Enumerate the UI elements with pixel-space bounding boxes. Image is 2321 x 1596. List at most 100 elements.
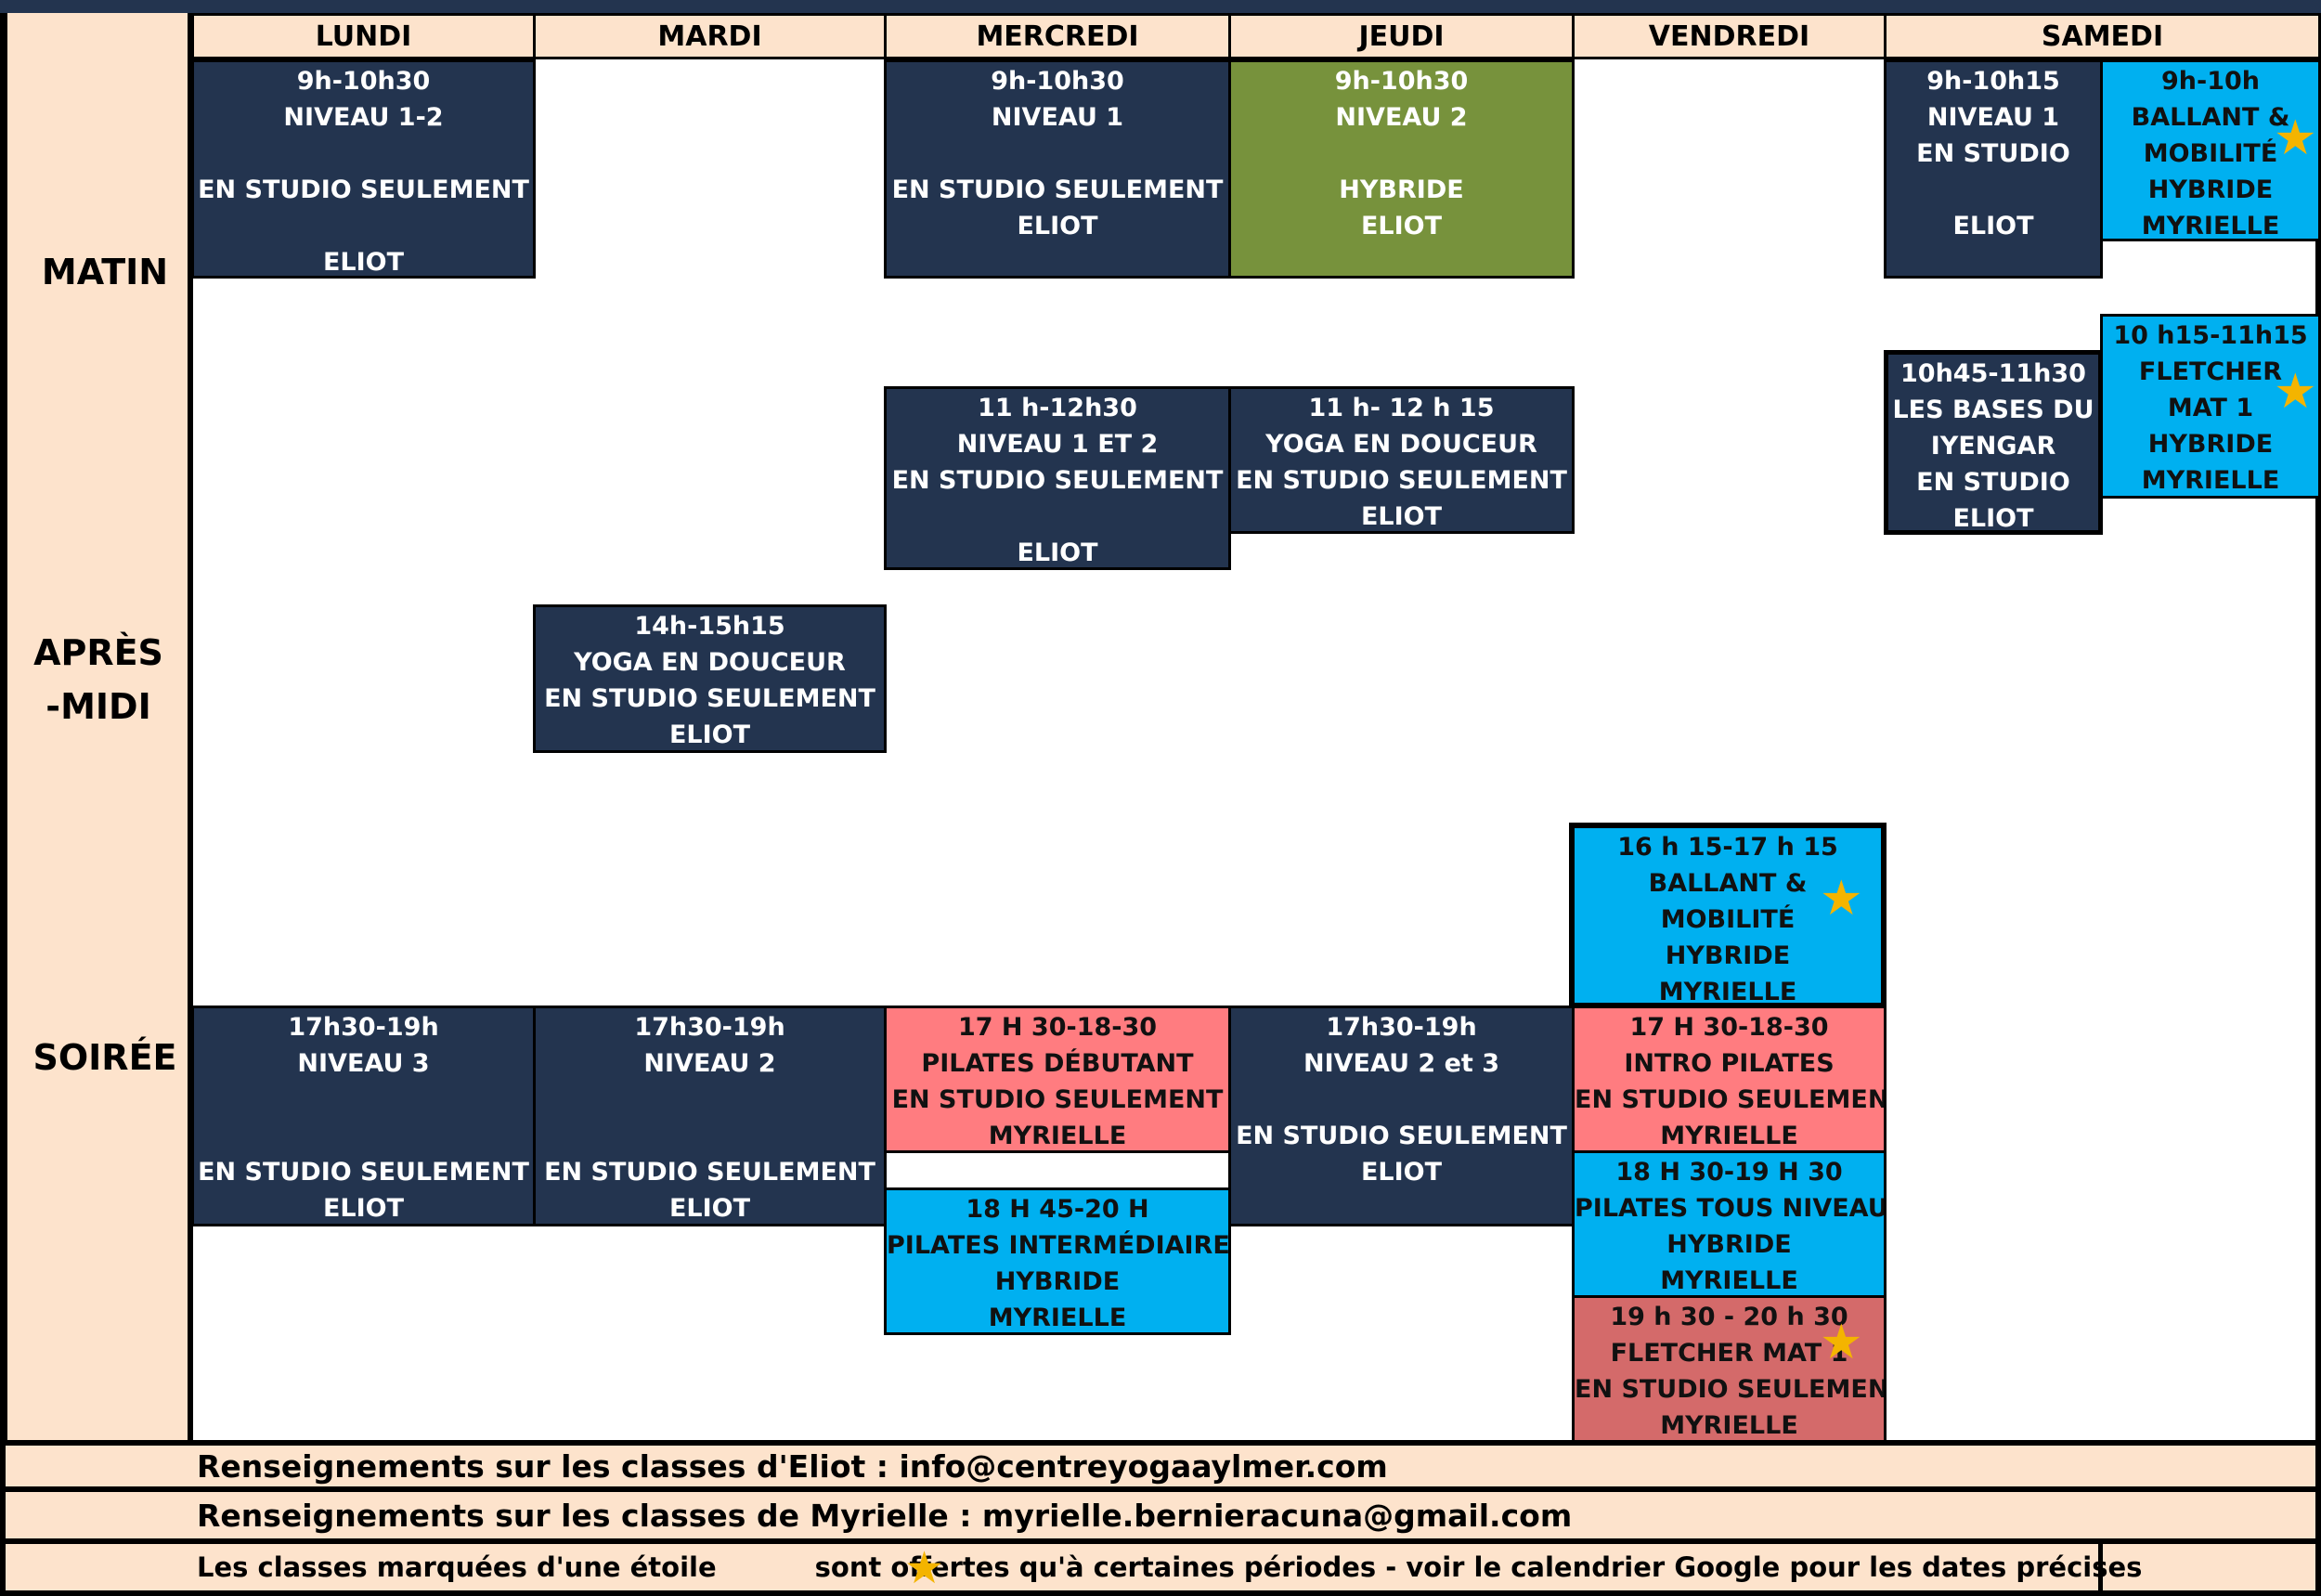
- class-line: PILATES DÉBUTANT: [921, 1049, 1194, 1078]
- period-label-apres-midi: APRÈS-MIDI: [15, 626, 182, 733]
- class-line: ELIOT: [1360, 212, 1443, 240]
- class-line: 9h-10h30: [1334, 67, 1469, 96]
- class-line: PILATES INTERMÉDIAIRE: [887, 1231, 1230, 1260]
- class-line: [536, 1118, 884, 1154]
- class-line: EN STUDIO SEULEMENT: [1575, 1085, 1887, 1114]
- class-line: [887, 136, 1228, 172]
- star-icon: ★: [1820, 1315, 1863, 1370]
- class-block-vendredi-soir-2[interactable]: 18 H 30-19 H 30 PILATES TOUS NIVEAUX HYB…: [1572, 1150, 1887, 1298]
- class-line: NIVEAU 1-2: [283, 103, 444, 132]
- class-block-mercredi-matin[interactable]: 9h-10h30 NIVEAU 1 EN STUDIO SEULEMENT EL…: [884, 59, 1231, 279]
- class-line: 17h30-19h: [288, 1013, 439, 1042]
- class-line: 9h-10h30: [991, 67, 1124, 96]
- class-line: EN STUDIO SEULEMENT: [1236, 1122, 1567, 1150]
- class-block-jeudi-midi[interactable]: 11 h- 12 h 15 YOGA EN DOUCEUR EN STUDIO …: [1228, 386, 1575, 534]
- class-line: 11 h-12h30: [978, 394, 1137, 422]
- class-block-lundi-matin[interactable]: 9h-10h30 NIVEAU 1-2 EN STUDIO SEULEMENT …: [191, 59, 536, 279]
- class-line: [1887, 172, 2100, 208]
- class-line: EN STUDIO SEULEMENT: [891, 1085, 1224, 1114]
- class-line: NIVEAU 1: [991, 103, 1124, 132]
- class-block-mardi-apres-midi[interactable]: 14h-15h15 YOGA EN DOUCEUR EN STUDIO SEUL…: [533, 604, 887, 753]
- footer-eliot-text: Renseignements sur les classes d'Eliot :…: [197, 1447, 1388, 1485]
- class-block-samedi-midi-1[interactable]: 10h45-11h30 LES BASES DU IYENGAR EN STUD…: [1884, 350, 2103, 535]
- class-block-mercredi-midi[interactable]: 11 h-12h30 NIVEAU 1 ET 2 EN STUDIO SEULE…: [884, 386, 1231, 570]
- class-line: 9h-10h30: [296, 67, 431, 96]
- class-line: HYBRIDE: [994, 1267, 1121, 1296]
- class-line: 17h30-19h: [1326, 1013, 1477, 1042]
- day-header-vendredi: VENDREDI: [1572, 13, 1887, 59]
- footer-myrielle-text: Renseignements sur les classes de Myriel…: [197, 1497, 1573, 1534]
- class-line: 10h45-11h30: [1900, 359, 2086, 388]
- class-line: BALLANT &: [1648, 869, 1808, 898]
- class-line: EN STUDIO SEULEMENT: [198, 1158, 529, 1187]
- class-line: ELIOT: [322, 248, 405, 277]
- class-line: [1231, 136, 1572, 172]
- class-line: EN STUDIO: [1916, 139, 2070, 168]
- class-line: EN STUDIO SEULEMENT: [198, 175, 529, 204]
- class-block-mardi-soir[interactable]: 17h30-19h NIVEAU 2 EN STUDIO SEULEMENT E…: [533, 1006, 887, 1226]
- star-icon: ★: [904, 1542, 945, 1594]
- class-line: 11 h- 12 h 15: [1308, 394, 1495, 422]
- class-line: LES BASES DU: [1892, 396, 2094, 424]
- class-line: 14h-15h15: [634, 612, 785, 641]
- class-line: EN STUDIO SEULEMENT: [891, 466, 1224, 495]
- class-line: 9h-10h15: [1926, 67, 2060, 96]
- class-block-samedi-midi-2[interactable]: 10 h15-11h15 FLETCHER MAT 1 HYBRIDE MYRI…: [2100, 314, 2321, 499]
- class-line: NIVEAU 1: [1926, 103, 2060, 132]
- class-line: MYRIELLE: [988, 1122, 1127, 1150]
- class-line: MOBILITÉ: [1660, 905, 1796, 934]
- class-block-samedi-matin-2[interactable]: 9h-10h BALLANT & MOBILITÉ HYBRIDE MYRIEL…: [2100, 59, 2321, 241]
- class-line: MYRIELLE: [1660, 1122, 1798, 1150]
- class-line: ELIOT: [322, 1194, 405, 1223]
- class-line: [887, 499, 1228, 535]
- class-block-lundi-soir[interactable]: 17h30-19h NIVEAU 3 EN STUDIO SEULEMENT E…: [191, 1006, 536, 1226]
- class-line: ELIOT: [1017, 212, 1098, 240]
- class-line: EN STUDIO SEULEMENT: [544, 1158, 875, 1187]
- star-icon: ★: [2274, 110, 2317, 166]
- class-line: [536, 1082, 884, 1118]
- class-line: HYBRIDE: [1665, 941, 1791, 970]
- class-line: YOGA EN DOUCEUR: [1265, 430, 1537, 459]
- day-header-mercredi: MERCREDI: [884, 13, 1231, 59]
- class-line: MYRIELLE: [988, 1304, 1127, 1332]
- class-line: [194, 1082, 533, 1118]
- footer-myrielle-contact: Renseignements sur les classes de Myriel…: [0, 1492, 2321, 1544]
- class-line: HYBRIDE: [1339, 175, 1464, 204]
- class-line: [1231, 1082, 1572, 1118]
- class-line: 17 H 30-18-30: [1629, 1013, 1829, 1042]
- class-line: [194, 1118, 533, 1154]
- day-header-lundi: LUNDI: [191, 13, 536, 59]
- class-line: ELIOT: [1017, 538, 1098, 567]
- class-line: NIVEAU 2: [1335, 103, 1468, 132]
- period-label-apres-midi-text: APRÈS-MIDI: [33, 632, 163, 727]
- class-line: FLETCHER MAT 1: [1610, 1339, 1848, 1368]
- class-line: ELIOT: [668, 1194, 751, 1223]
- class-line: MAT 1: [2167, 394, 2254, 422]
- class-line: ELIOT: [1360, 1158, 1443, 1187]
- class-block-samedi-matin-1[interactable]: 9h-10h15 NIVEAU 1 EN STUDIO ELIOT: [1884, 59, 2103, 279]
- class-line: MYRIELLE: [1660, 1411, 1798, 1440]
- class-block-vendredi-soir-3[interactable]: 19 h 30 - 20 h 30 FLETCHER MAT 1 EN STUD…: [1572, 1295, 1887, 1443]
- period-column: MATIN APRÈS-MIDI SOIRÉE: [0, 13, 193, 1440]
- class-line: MOBILITÉ: [2143, 139, 2278, 168]
- class-block-vendredi-soir-1[interactable]: 17 H 30-18-30 INTRO PILATES EN STUDIO SE…: [1572, 1006, 1887, 1153]
- class-line: [194, 136, 533, 172]
- class-line: FLETCHER: [2138, 357, 2283, 386]
- class-block-mercredi-soir-1[interactable]: 17 H 30-18-30 PILATES DÉBUTANT EN STUDIO…: [884, 1006, 1231, 1153]
- class-line: NIVEAU 3: [297, 1049, 430, 1078]
- class-line: PILATES TOUS NIVEAUX: [1575, 1194, 1887, 1223]
- class-line: EN STUDIO SEULEMENT: [1236, 466, 1567, 495]
- class-line: [194, 208, 533, 244]
- class-line: 19 h 30 - 20 h 30: [1610, 1303, 1848, 1331]
- day-header-samedi: SAMEDI: [1884, 13, 2321, 59]
- class-block-jeudi-matin[interactable]: 9h-10h30 NIVEAU 2 HYBRIDE ELIOT: [1228, 59, 1575, 279]
- period-label-matin: MATIN: [41, 252, 169, 292]
- class-block-mercredi-soir-2[interactable]: 18 H 45-20 H PILATES INTERMÉDIAIRE HYBRI…: [884, 1187, 1231, 1335]
- class-block-vendredi-apres-midi[interactable]: 16 h 15-17 h 15 BALLANT & MOBILITÉ HYBRI…: [1569, 823, 1887, 1008]
- class-line: BALLANT &: [2131, 103, 2290, 132]
- class-line: EN STUDIO SEULEMENT: [544, 684, 875, 713]
- class-line: NIVEAU 2: [643, 1049, 776, 1078]
- class-block-jeudi-soir[interactable]: 17h30-19h NIVEAU 2 et 3 EN STUDIO SEULEM…: [1228, 1006, 1575, 1226]
- class-line: 9h-10h: [2160, 67, 2260, 96]
- class-line: EN STUDIO SEULEMENT: [891, 175, 1224, 204]
